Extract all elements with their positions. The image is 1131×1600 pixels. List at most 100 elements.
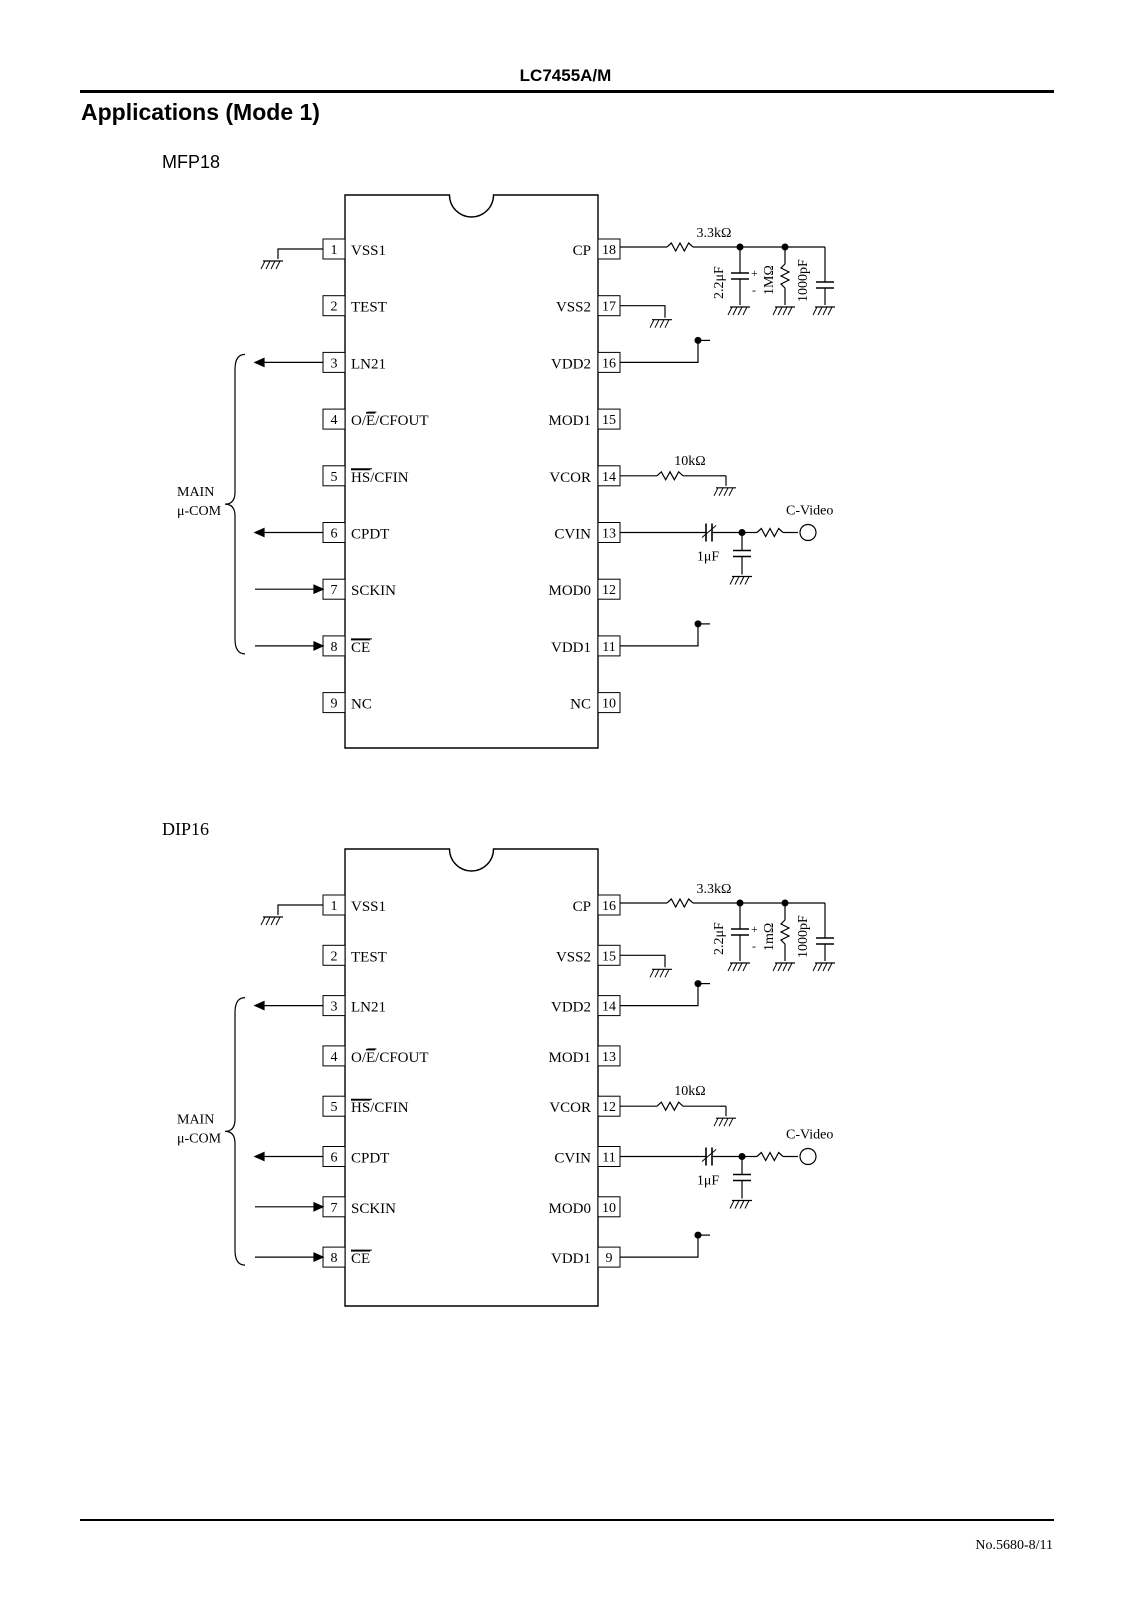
- ground-hatch: [654, 319, 660, 328]
- ground-hatch: [260, 260, 266, 270]
- pin-box-left: [322, 1045, 346, 1067]
- pin-box-right: [597, 408, 621, 430]
- label-c-video: C-Video: [786, 1128, 833, 1143]
- arrowhead-right: [313, 1201, 325, 1212]
- ground-hatch: [265, 260, 271, 270]
- label-c-video: C-Video: [786, 504, 833, 519]
- pin-label-left: CPDT: [351, 1151, 389, 1167]
- label-c-electrolytic: 2.2μF: [712, 266, 727, 299]
- ground-hatch: [782, 962, 788, 972]
- ground-hatch: [727, 962, 733, 972]
- document-header: LC7455A/M: [519, 66, 612, 85]
- polarity-plus: +: [751, 922, 758, 936]
- pin-number-right: 11: [602, 640, 615, 655]
- pin-number-left: 8: [331, 640, 338, 655]
- pin-label-right: VDD2: [551, 1000, 591, 1016]
- bus-label-ucom: μ-COM: [177, 1131, 222, 1146]
- pin-label-left: NC: [351, 697, 372, 713]
- pin-label-right: CP: [573, 899, 591, 915]
- arrowhead-left: [253, 527, 265, 538]
- polarity-plus: +: [751, 266, 758, 280]
- ground-hatch: [737, 962, 743, 972]
- vdd1-wire: [620, 1235, 699, 1258]
- ground-hatch: [827, 306, 833, 316]
- ground-hatch: [787, 306, 793, 316]
- ground-hatch: [659, 319, 665, 328]
- ground-hatch: [782, 306, 788, 316]
- pin-box-right: [597, 1045, 621, 1067]
- pin-label-right: MOD0: [548, 1201, 591, 1217]
- resistor-symbol: [656, 1100, 684, 1112]
- pin-label-right: CVIN: [554, 1151, 591, 1167]
- ground-hatch: [723, 487, 729, 497]
- pin-label-right: NC: [570, 697, 591, 713]
- pin-label-right: MOD1: [548, 1050, 591, 1066]
- pin-label-left: TEST: [351, 300, 387, 316]
- ground-hatch: [270, 916, 276, 926]
- video-input-terminal: [799, 1147, 817, 1166]
- arrowhead-left: [253, 1151, 265, 1162]
- pin-number-left: 1: [331, 899, 338, 914]
- vdd2-wire: [620, 983, 699, 1007]
- pin-label-left: TEST: [351, 949, 387, 965]
- pin-label-right: VDD2: [551, 356, 591, 372]
- pin-number-left: 3: [331, 356, 338, 371]
- pin-number-left: 2: [331, 300, 338, 315]
- ground-hatch: [787, 962, 793, 972]
- ground-hatch: [649, 969, 655, 978]
- section-title: Applications (Mode 1): [81, 99, 320, 125]
- ground-hatch: [718, 1117, 724, 1127]
- ground-hatch: [270, 260, 276, 270]
- resistor-symbol: [666, 897, 694, 909]
- ground-hatch: [737, 306, 743, 316]
- pin-number-right: 10: [602, 697, 616, 712]
- ground-hatch: [654, 969, 660, 978]
- label-r-parallel: 1mΩ: [762, 923, 777, 951]
- ground-hatch: [822, 962, 828, 972]
- pin-number-left: 4: [331, 1050, 338, 1065]
- pin-box-right: [597, 238, 621, 260]
- pin-number-left: 5: [331, 1100, 338, 1115]
- pin-label-left: HS/CFIN: [351, 470, 409, 486]
- pin-label-left: SCKIN: [351, 583, 396, 599]
- polarity-minus: -: [752, 283, 756, 297]
- ground-hatch: [817, 962, 823, 972]
- pin-label-right: VDD1: [551, 1251, 591, 1267]
- ground-hatch: [739, 576, 745, 585]
- ground-hatch: [728, 1117, 734, 1127]
- pin-label-left: SCKIN: [351, 1201, 396, 1217]
- pin-label-left: VSS1: [351, 899, 386, 915]
- footer-rule: [80, 1519, 1054, 1521]
- pin-number-left: 8: [331, 1251, 338, 1266]
- ground-hatch: [713, 487, 719, 497]
- ground-hatch: [742, 306, 748, 316]
- label-c-electrolytic: 2.2μF: [712, 922, 727, 955]
- pin-number-right: 12: [602, 1100, 616, 1115]
- resistor-symbol: [779, 263, 791, 289]
- ground-hatch: [659, 969, 665, 978]
- pin-number-left: 3: [331, 1000, 338, 1015]
- label-c-cvin: 1μF: [697, 550, 720, 565]
- pin-number-right: 14: [602, 470, 616, 485]
- vss2-wire: [620, 954, 666, 968]
- arrowhead-right: [313, 584, 325, 595]
- vss1-wire: [277, 248, 323, 259]
- polarity-minus: -: [752, 939, 756, 953]
- pin-box-left: [322, 295, 346, 317]
- pin-number-left: 7: [331, 583, 338, 598]
- pin-number-left: 6: [331, 1151, 338, 1166]
- ground-hatch: [260, 916, 266, 926]
- label-r-vcor: 10kΩ: [674, 1084, 705, 1099]
- arrowhead-right: [313, 640, 325, 651]
- label-r-cp: 3.3kΩ: [697, 226, 732, 241]
- pin-label-right: MOD0: [548, 583, 591, 599]
- ground-hatch: [812, 306, 818, 316]
- ground-hatch: [827, 962, 833, 972]
- pin-number-left: 9: [331, 697, 338, 712]
- pin-label-left: CPDT: [351, 527, 389, 543]
- bus-label-ucom: μ-COM: [177, 504, 222, 519]
- video-input-terminal: [799, 523, 817, 542]
- pin-label-right: VCOR: [549, 1100, 591, 1116]
- ground-hatch: [265, 916, 271, 926]
- ground-hatch: [777, 306, 783, 316]
